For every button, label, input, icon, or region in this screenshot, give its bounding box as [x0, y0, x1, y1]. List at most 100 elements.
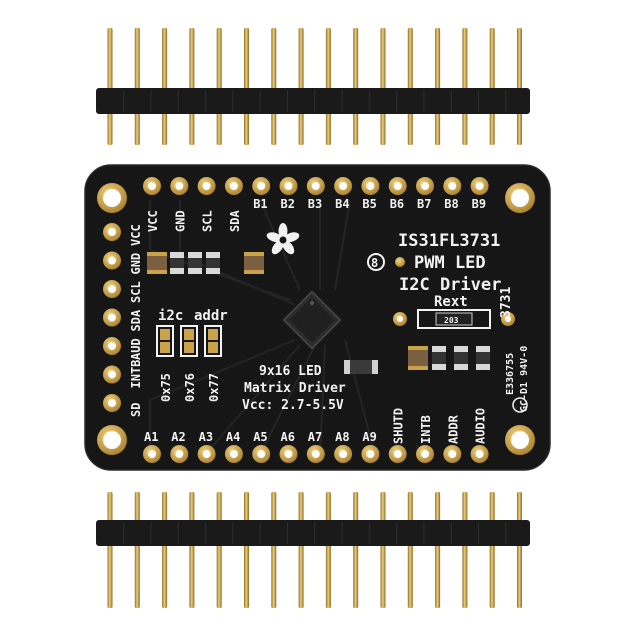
- header-pin: [216, 492, 222, 608]
- mounting-hole: [97, 425, 127, 455]
- chip-title: IS31FL3731: [398, 231, 500, 251]
- header-pin: [189, 492, 195, 608]
- header-pin: [517, 492, 522, 608]
- top-pin-header: [96, 28, 530, 145]
- rext-label: Rext: [434, 294, 468, 310]
- bottom-pad-row: [143, 445, 489, 463]
- pin-label: A1: [144, 430, 158, 444]
- pin-label: B9: [472, 197, 486, 211]
- pin-pad: [470, 445, 489, 463]
- flower-logo: [266, 223, 300, 255]
- pin-pad: [306, 445, 325, 463]
- cert-line-2: GC-D1 94V-0: [519, 346, 530, 412]
- pin-label: B8: [444, 197, 458, 211]
- pin-label: SDA: [129, 309, 143, 331]
- pin-pad: [170, 445, 189, 463]
- pin-pad: [416, 445, 434, 463]
- part-code: 3731: [499, 287, 514, 318]
- pin-pad: [252, 177, 271, 195]
- pin-label: SCL: [129, 281, 143, 303]
- header-pin: [162, 28, 168, 145]
- rext-resistor: 203: [393, 309, 515, 329]
- pin-label: A4: [226, 430, 240, 444]
- pin-pad: [103, 365, 121, 384]
- pin-pad: [224, 445, 243, 463]
- pin-pad: [252, 445, 271, 463]
- mounting-hole: [505, 425, 535, 455]
- pin-label: SDA: [228, 210, 242, 232]
- pin-label: A8: [335, 430, 349, 444]
- pin-pad: [103, 394, 121, 412]
- header-pin: [244, 28, 249, 145]
- matrix-line-1: 9x16 LED: [259, 364, 322, 379]
- pin-pad: [103, 251, 121, 270]
- pin-pad: [470, 177, 489, 195]
- header-pin: [107, 492, 113, 608]
- pin-pad: [306, 177, 325, 195]
- header-pin: [162, 492, 168, 608]
- title-i2c-driver: I2C Driver: [399, 275, 501, 295]
- pin-label: B1: [253, 197, 267, 211]
- matrix-line-3: Vcc: 2.7-5.5V: [242, 398, 344, 413]
- pin-pad: [334, 177, 353, 195]
- smd-capacitors-top: [147, 252, 264, 274]
- matrix-capacitor: [344, 360, 378, 374]
- header-pin: [298, 28, 304, 145]
- pin-label: ADDR: [446, 414, 460, 444]
- pin-pad: [170, 177, 189, 195]
- header-plastic-body: [96, 520, 530, 546]
- pin-label: A3: [199, 430, 213, 444]
- header-pin: [407, 492, 413, 608]
- pin-pad: [443, 177, 462, 195]
- matrix-line-2: Matrix Driver: [244, 381, 346, 396]
- pin-label: B5: [362, 197, 376, 211]
- mounting-hole: [97, 183, 127, 213]
- ul-mark: [512, 397, 528, 413]
- via-pad: [395, 257, 405, 267]
- left-pad-column: [103, 223, 121, 412]
- resistor-code: 203: [444, 316, 459, 325]
- header-pin: [435, 28, 441, 145]
- pin-pad: [416, 177, 434, 195]
- pin-label: AUDIO: [474, 408, 488, 444]
- header-pin: [325, 492, 331, 608]
- pin-pad: [103, 337, 121, 355]
- pin-pad: [103, 280, 121, 298]
- pin-label: VCC: [129, 224, 143, 246]
- header-pin: [325, 28, 331, 145]
- pin-label: SD: [129, 403, 143, 417]
- smd-capacitors-right: [408, 346, 490, 370]
- pin-pad: [197, 445, 216, 463]
- header-pin: [353, 28, 359, 145]
- pin-pad: [334, 445, 353, 463]
- header-pin: [435, 492, 441, 608]
- header-pin: [134, 492, 140, 608]
- pin-label: A5: [253, 430, 267, 444]
- svg-text:8: 8: [371, 256, 378, 270]
- i2c-label: i2c: [158, 308, 183, 324]
- pin-label: VCC: [146, 210, 160, 232]
- top-pad-row: [143, 177, 489, 195]
- mounting-hole: [505, 183, 535, 213]
- header-pin: [298, 492, 304, 608]
- address-jumpers: [156, 325, 222, 357]
- pin-label: B3: [308, 197, 322, 211]
- header-pin: [107, 28, 113, 145]
- pin-label: INTB: [419, 415, 433, 444]
- pin-pad: [143, 445, 161, 463]
- header-pin: [353, 492, 359, 608]
- pin-label: AUD: [129, 338, 143, 360]
- solder-jumper: [156, 325, 174, 357]
- qfn-chip: [282, 290, 342, 350]
- pin-label: GND: [173, 210, 187, 232]
- header-pin: [489, 492, 495, 608]
- header-plastic-body: [96, 88, 530, 114]
- pin-pad: [443, 445, 462, 463]
- pin-label: SHUTD: [392, 408, 406, 444]
- pin-label: B6: [390, 197, 404, 211]
- title-pwm-led: PWM LED: [414, 253, 486, 273]
- header-pin: [216, 28, 222, 145]
